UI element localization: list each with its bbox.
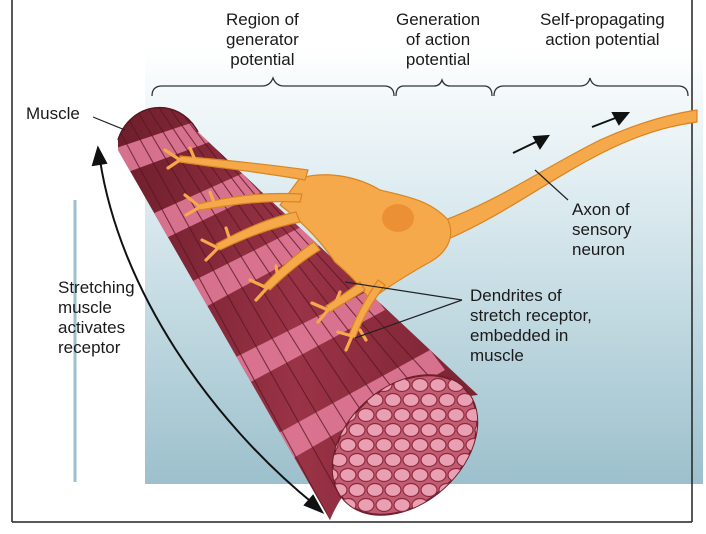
fascicle (448, 499, 464, 512)
label-line: muscle (470, 346, 592, 366)
fascicle (421, 484, 437, 497)
label-axon-of-sensory-neuron: Axon of sensory neuron (572, 200, 632, 260)
fascicle (421, 394, 437, 407)
label-stretching-muscle: Stretching muscle activates receptor (58, 278, 135, 358)
fascicle (394, 469, 410, 482)
label-line: activates (58, 318, 135, 338)
fascicle (466, 499, 482, 512)
label-line: Dendrites of (470, 286, 592, 306)
fascicle (376, 439, 392, 452)
fascicle (394, 409, 410, 422)
label-line: Generation (396, 10, 480, 30)
fascicle (385, 484, 401, 497)
label-region-of-generator-potential: Region of generator potential (226, 10, 299, 70)
fascicle (367, 424, 383, 437)
fascicle (430, 409, 446, 422)
fascicle (358, 499, 374, 512)
fascicle (358, 469, 374, 482)
fascicle (412, 439, 428, 452)
fascicle (403, 484, 419, 497)
fascicle (457, 424, 473, 437)
label-line: potential (226, 50, 299, 70)
fascicle (412, 409, 428, 422)
fascicle (385, 394, 401, 407)
label-line: receptor (58, 338, 135, 358)
label-line: of action (396, 30, 480, 50)
fascicle (358, 409, 374, 422)
fascicle (421, 424, 437, 437)
fascicle (448, 439, 464, 452)
fascicle (475, 484, 491, 497)
label-line: embedded in (470, 326, 592, 346)
fascicle (412, 469, 428, 482)
fascicle (358, 439, 374, 452)
label-line: stretch receptor, (470, 306, 592, 326)
fascicle (349, 484, 365, 497)
fascicle (403, 424, 419, 437)
label-line: Region of (226, 10, 299, 30)
fascicle (367, 454, 383, 467)
fascicle (457, 484, 473, 497)
nucleus (382, 204, 414, 232)
fascicle (376, 499, 392, 512)
label-line: muscle (58, 298, 135, 318)
fascicle (349, 424, 365, 437)
fascicle (367, 484, 383, 497)
label-line: potential (396, 50, 480, 70)
fascicle (403, 394, 419, 407)
fascicle (349, 454, 365, 467)
label-line: action potential (540, 30, 665, 50)
fascicle (376, 409, 392, 422)
label-line: Axon of (572, 200, 632, 220)
fascicle (385, 454, 401, 467)
fascicle (421, 454, 437, 467)
fascicle (430, 499, 446, 512)
fascicle (439, 454, 455, 467)
label-dendrites-of-stretch-receptor: Dendrites of stretch receptor, embedded … (470, 286, 592, 366)
fascicle (394, 439, 410, 452)
fascicle (439, 394, 455, 407)
fascicle (430, 469, 446, 482)
fascicle (448, 409, 464, 422)
label-line: Self-propagating (540, 10, 665, 30)
fascicle (430, 439, 446, 452)
label-line: generator (226, 30, 299, 50)
fascicle (340, 469, 356, 482)
fascicle (376, 469, 392, 482)
label-line: sensory (572, 220, 632, 240)
label-line: neuron (572, 240, 632, 260)
label-self-propagating-action-potential: Self-propagating action potential (540, 10, 665, 50)
label-generation-of-action-potential: Generation of action potential (396, 10, 480, 70)
label-muscle: Muscle (26, 104, 80, 124)
fascicle (394, 499, 410, 512)
label-line: Stretching (58, 278, 135, 298)
fascicle (412, 379, 428, 392)
fascicle (439, 424, 455, 437)
fascicle (340, 439, 356, 452)
fascicle (430, 379, 446, 392)
fascicle (403, 454, 419, 467)
fascicle (385, 424, 401, 437)
